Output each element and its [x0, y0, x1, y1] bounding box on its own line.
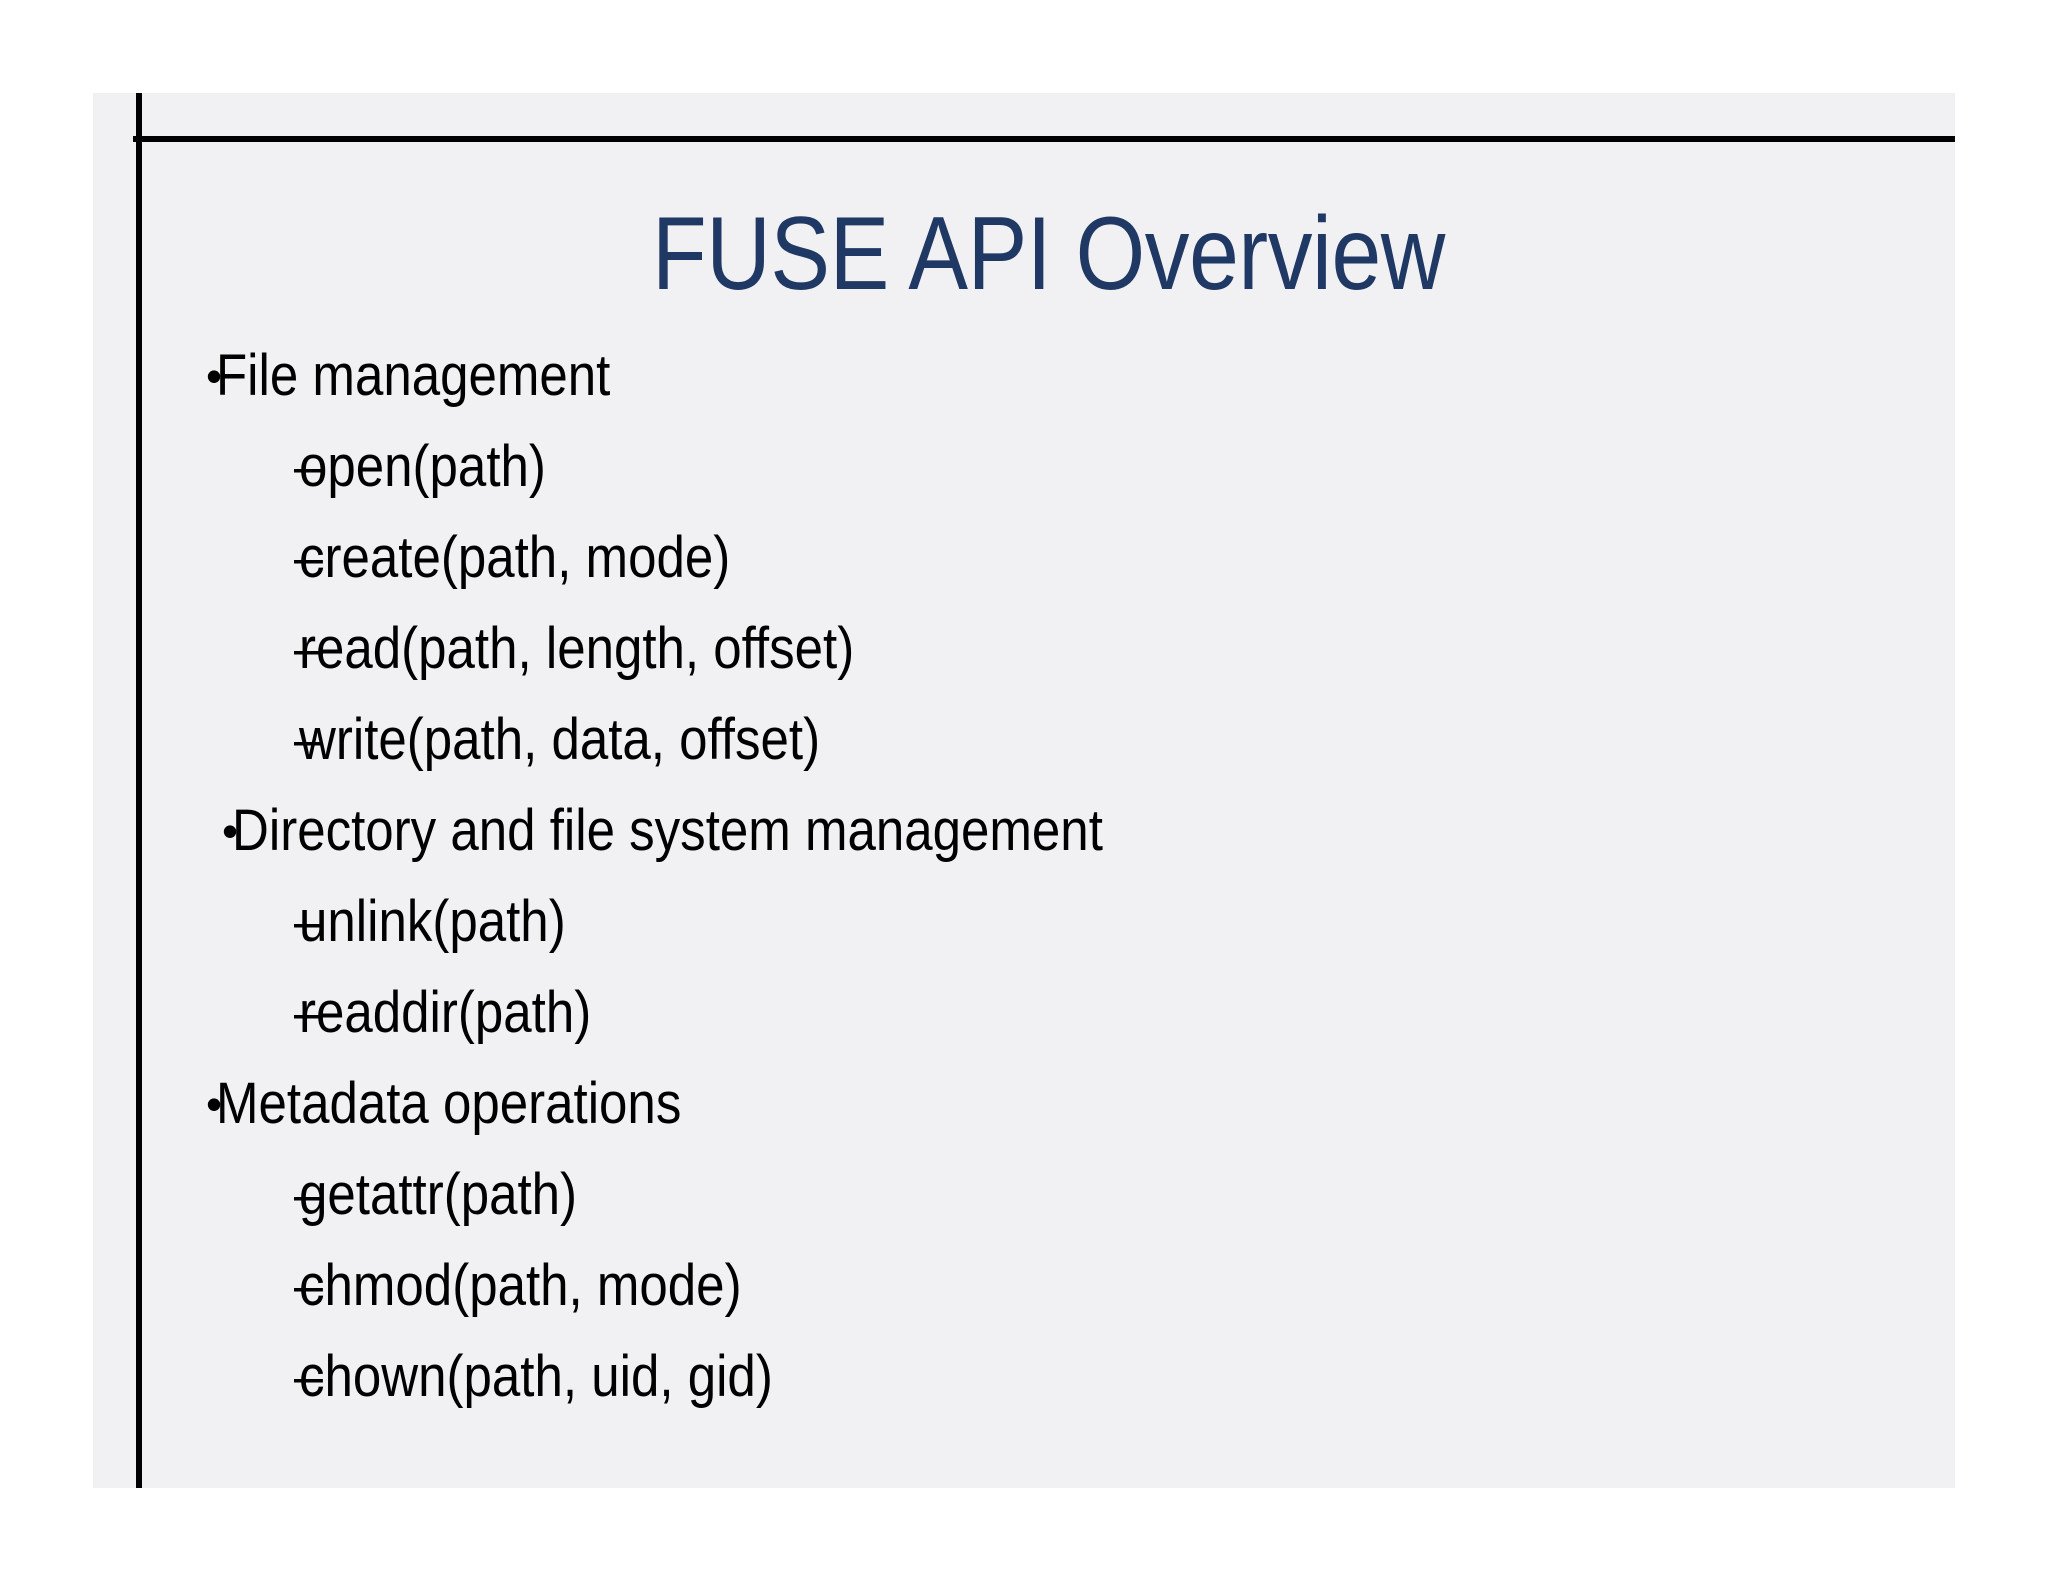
bullet-level2-label: write(path, data, offset)	[299, 706, 821, 772]
bullet-level2-label: getattr(path)	[299, 1161, 578, 1227]
bullet-dash-icon: –	[294, 1347, 323, 1406]
bullet-level2-row: –write(path, data, offset)	[150, 694, 1940, 785]
bullet-level2-label: create(path, mode)	[299, 524, 731, 590]
bullet-dash-icon: –	[294, 1165, 323, 1224]
bullet-dot-icon: •	[206, 1077, 223, 1130]
bullet-level2-row: –create(path, mode)	[150, 512, 1940, 603]
bullet-level2-row: –readdir(path)	[150, 967, 1940, 1058]
bullet-dash-icon: –	[294, 983, 323, 1042]
bullet-level2-label: read(path, length, offset)	[299, 615, 855, 681]
bullet-level2-row: –chmod(path, mode)	[150, 1240, 1940, 1331]
slide-title: FUSE API Overview	[652, 196, 1445, 312]
bullet-dot-icon: •	[222, 804, 239, 857]
bullet-level2-label: readdir(path)	[299, 979, 592, 1045]
bullet-level1-row: •Metadata operations	[150, 1058, 1940, 1149]
bullet-level1-row: •File management	[150, 330, 1940, 421]
bullet-dot-icon: •	[206, 349, 223, 402]
bullet-group: •Metadata operations–getattr(path)–chmod…	[150, 1058, 1940, 1422]
bullet-level1-label: Metadata operations	[216, 1070, 682, 1136]
bullet-group: •Directory and file system management–un…	[150, 785, 1940, 1058]
horizontal-rule-decoration	[133, 136, 1955, 142]
bullet-dash-icon: –	[294, 528, 323, 587]
bullet-dash-icon: –	[294, 437, 323, 496]
bullet-level2-row: –open(path)	[150, 421, 1940, 512]
bullet-level1-row: •Directory and file system management	[150, 785, 1940, 876]
bullet-level2-row: –getattr(path)	[150, 1149, 1940, 1240]
bullet-level1-label: Directory and file system management	[232, 797, 1103, 863]
bullet-level2-row: –unlink(path)	[150, 876, 1940, 967]
bullet-dash-icon: –	[294, 892, 323, 951]
slide-surface	[93, 93, 1955, 1488]
bullet-level2-label: open(path)	[299, 433, 546, 499]
bullet-level2-row: –read(path, length, offset)	[150, 603, 1940, 694]
vertical-rule-decoration	[136, 93, 142, 1488]
bullet-level2-label: chown(path, uid, gid)	[299, 1343, 773, 1409]
bullet-dash-icon: –	[294, 1256, 323, 1315]
bullet-level2-label: chmod(path, mode)	[299, 1252, 742, 1318]
bullet-dash-icon: –	[294, 619, 323, 678]
bullet-group: •File management–open(path)–create(path,…	[150, 330, 1940, 785]
bullet-level2-label: unlink(path)	[299, 888, 566, 954]
bullet-level1-label: File management	[216, 342, 611, 408]
slide-body-content: •File management–open(path)–create(path,…	[150, 330, 1940, 1422]
bullet-level2-row: –chown(path, uid, gid)	[150, 1331, 1940, 1422]
bullet-dash-icon: –	[294, 710, 323, 769]
